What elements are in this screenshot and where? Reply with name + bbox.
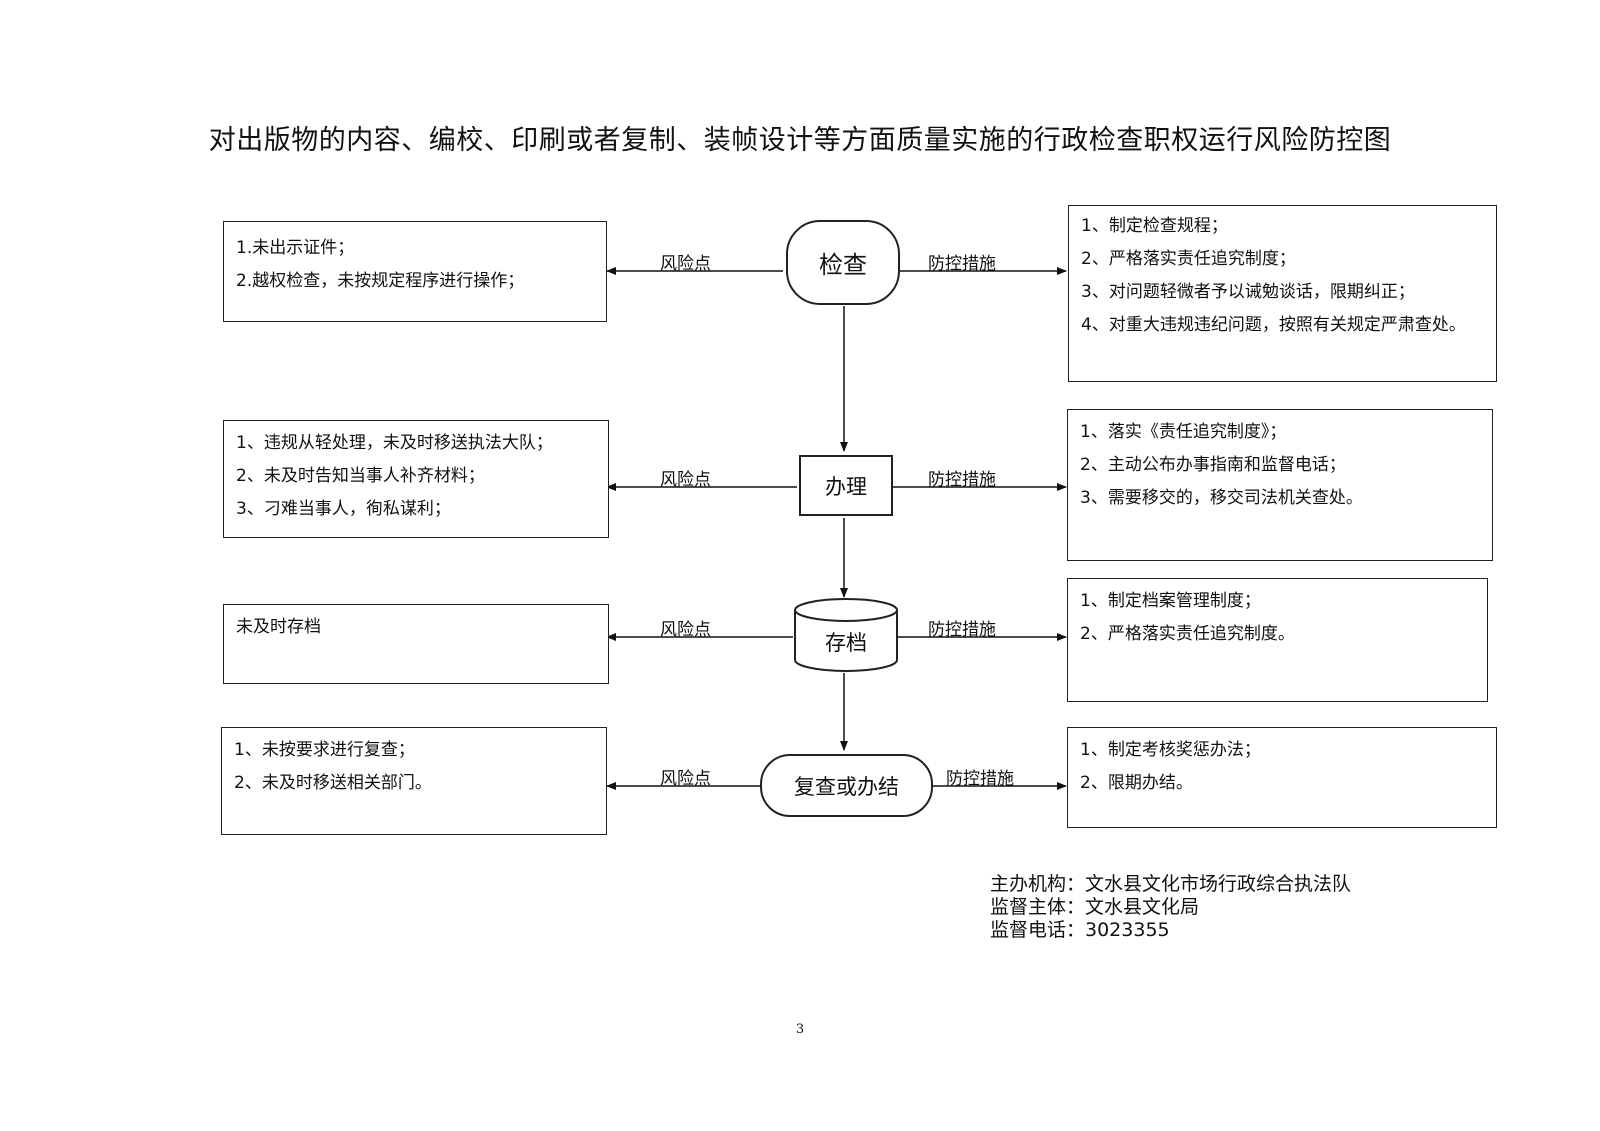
footer-info: 主办机构：文水县文化市场行政综合执法队 监督主体：文水县文化局 监督电话：302… bbox=[990, 873, 1351, 942]
risk-item: 2、未及时移送相关部门。 bbox=[234, 773, 432, 793]
measure-item: 3、对问题轻微者予以诫勉谈话，限期纠正； bbox=[1081, 282, 1415, 302]
supervisor-text: 监督主体：文水县文化局 bbox=[990, 896, 1200, 918]
node-review-or-close: 复查或办结 bbox=[760, 754, 933, 817]
risk-box-4: 1、未按要求进行复查； 2、未及时移送相关部门。 bbox=[221, 727, 607, 835]
risk-item: 1、违规从轻处理，未及时移送执法大队； bbox=[236, 433, 553, 453]
measure-label-3: 防控措施 bbox=[928, 620, 996, 640]
measure-item: 1、落实《责任追究制度》； bbox=[1080, 422, 1287, 442]
measure-item: 4、对重大违规违纪问题，按照有关规定严肃查处。 bbox=[1081, 315, 1466, 335]
measure-box-3: 1、制定档案管理制度； 2、严格落实责任追究制度。 bbox=[1067, 578, 1488, 702]
risk-item: 3、刁难当事人，徇私谋利； bbox=[236, 499, 451, 519]
measure-label-1: 防控措施 bbox=[928, 254, 996, 274]
measure-box-1: 1、制定检查规程； 2、严格落实责任追究制度； 3、对问题轻微者予以诫勉谈话，限… bbox=[1068, 205, 1497, 382]
phone-text: 监督电话：3023355 bbox=[990, 919, 1170, 941]
measure-item: 1、制定检查规程； bbox=[1081, 216, 1228, 236]
risk-item: 未及时存档 bbox=[236, 617, 321, 637]
risk-label-2: 风险点 bbox=[660, 470, 711, 490]
risk-label-3: 风险点 bbox=[660, 620, 711, 640]
page-title: 对出版物的内容、编校、印刷或者复制、装帧设计等方面质量实施的行政检查职权运行风险… bbox=[208, 125, 1392, 156]
measure-label-2: 防控措施 bbox=[928, 470, 996, 490]
risk-box-3: 未及时存档 bbox=[223, 604, 609, 684]
measure-item: 1、制定考核奖惩办法； bbox=[1080, 740, 1261, 760]
measure-box-2: 1、落实《责任追究制度》； 2、主动公布办事指南和监督电话； 3、需要移交的，移… bbox=[1067, 409, 1493, 561]
measure-item: 1、制定档案管理制度； bbox=[1080, 591, 1261, 611]
measure-item: 2、严格落实责任追究制度。 bbox=[1080, 624, 1295, 644]
risk-item: 1.未出示证件； bbox=[236, 238, 355, 258]
organizer-text: 主办机构：文水县文化市场行政综合执法队 bbox=[990, 873, 1352, 895]
measure-item: 2、主动公布办事指南和监督电话； bbox=[1080, 455, 1346, 475]
node-archive: 存档 bbox=[793, 597, 899, 673]
measure-box-4: 1、制定考核奖惩办法； 2、限期办结。 bbox=[1067, 727, 1497, 828]
page-number: 3 bbox=[795, 1022, 805, 1037]
measure-item: 2、严格落实责任追究制度； bbox=[1081, 249, 1296, 269]
node-inspection: 检查 bbox=[786, 220, 900, 305]
measure-item: 3、需要移交的，移交司法机关查处。 bbox=[1080, 488, 1363, 508]
risk-item: 1、未按要求进行复查； bbox=[234, 740, 415, 760]
risk-item: 2.越权检查，未按规定程序进行操作； bbox=[236, 271, 525, 291]
measure-label-4: 防控措施 bbox=[946, 769, 1014, 789]
node-processing: 办理 bbox=[799, 455, 893, 516]
measure-item: 2、限期办结。 bbox=[1080, 773, 1193, 793]
risk-label-4: 风险点 bbox=[660, 769, 711, 789]
archive-label: 存档 bbox=[825, 631, 867, 655]
risk-label-1: 风险点 bbox=[660, 254, 711, 274]
risk-box-1: 1.未出示证件； 2.越权检查，未按规定程序进行操作； bbox=[223, 221, 607, 322]
risk-box-2: 1、违规从轻处理，未及时移送执法大队； 2、未及时告知当事人补齐材料； 3、刁难… bbox=[223, 420, 609, 538]
archive-cylinder-shape bbox=[794, 598, 898, 672]
risk-item: 2、未及时告知当事人补齐材料； bbox=[236, 466, 485, 486]
